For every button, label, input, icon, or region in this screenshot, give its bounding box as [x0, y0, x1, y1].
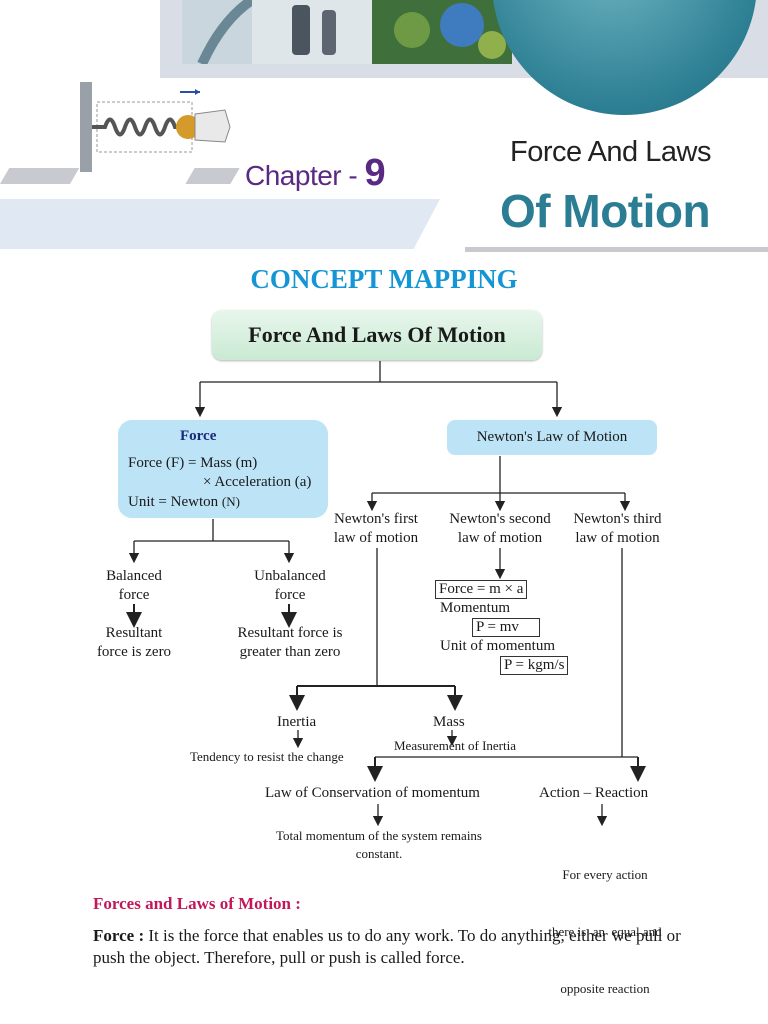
chapter-title-line1: Force And Laws [510, 136, 711, 168]
root-node: Force And Laws Of Motion [212, 310, 542, 360]
first-law-line2: law of motion [333, 530, 419, 546]
chapter-number: 9 [364, 152, 386, 194]
third-law-line2: law of motion [575, 530, 660, 546]
unbalanced-line1: Unbalanced [254, 568, 326, 584]
force-node: Force Force (F) = Mass (m) × Acceleratio… [118, 420, 328, 518]
force-unit-symbol: (N) [221, 494, 240, 509]
header-photo-image [182, 0, 512, 64]
force-term: Force : [93, 926, 145, 945]
momentum-unit-box: P = kgm/s [500, 656, 569, 675]
conservation-desc-line2: constant. [355, 846, 403, 861]
resultant-greater-line1: Resultant force is [237, 625, 343, 641]
momentum-unit-label: Unit of momentum [440, 638, 555, 654]
second-law-line1: Newton's second [449, 511, 551, 527]
chapter-text: Chapter - [245, 160, 358, 191]
action-description: For every action there is an equal and o… [530, 827, 680, 1017]
resultant-zero-line2: force is zero [96, 644, 172, 660]
spring-illustration [80, 82, 231, 172]
force-formula-line1: Force (F) = Mass (m) [128, 455, 258, 471]
action-reaction-node: Action – Reaction [539, 785, 649, 801]
resultant-zero-line1: Resultant [105, 625, 163, 641]
newton-law-node: Newton's Law of Motion [447, 420, 657, 455]
balanced-force-node: Balanced force [84, 567, 184, 605]
conservation-description: Total momentum of the system remains con… [250, 827, 508, 863]
first-law-line1: Newton's first [334, 511, 418, 527]
resultant-greater-node: Resultant force is greater than zero [228, 624, 352, 662]
unbalanced-line2: force [274, 587, 306, 603]
balanced-line1: Balanced [106, 568, 162, 584]
force-definition-text: It is the force that enables us to do an… [93, 926, 681, 967]
force-node-title: Force [180, 428, 217, 444]
action-desc-line1: For every action [562, 867, 648, 882]
force-equation-box: Force = m × a [435, 580, 528, 599]
conservation-desc-line1: Total momentum of the system remains [276, 828, 482, 843]
force-unit-text: Unit = Newton [128, 494, 219, 510]
second-law-node: Newton's second law of motion [436, 510, 564, 548]
chapter-title-line2: Of Motion [500, 185, 711, 237]
inertia-node: Inertia [277, 714, 317, 730]
momentum-label: Momentum [440, 600, 510, 616]
third-law-line1: Newton's third [573, 511, 662, 527]
header-grey-line [465, 247, 768, 252]
conservation-node: Law of Conservation of momentum [265, 785, 480, 801]
force-unit-line: Unit = Newton (N) [128, 492, 240, 512]
resultant-greater-line2: greater than zero [239, 644, 341, 660]
concept-mapping-heading: CONCEPT MAPPING [250, 264, 518, 294]
mass-description: Measurement of Inertia [394, 738, 517, 753]
header-blue-band [0, 199, 440, 249]
force-formula-line2: × Acceleration (a) [203, 474, 312, 490]
chapter-label: Chapter - 9 [245, 152, 386, 195]
force-definition-paragraph: Force : It is the force that enables us … [93, 925, 693, 969]
action-desc-line2: there is an equal and [548, 924, 662, 939]
header-photo-strip [182, 0, 512, 64]
resultant-zero-node: Resultant force is zero [80, 624, 188, 662]
third-law-node: Newton's third law of motion [565, 510, 670, 548]
mass-node: Mass [433, 714, 465, 730]
first-law-node: Newton's first law of motion [320, 510, 432, 548]
section-heading: Forces and Laws of Motion : [93, 894, 301, 913]
second-law-line2: law of motion [457, 530, 543, 546]
unbalanced-force-node: Unbalanced force [234, 567, 346, 605]
balanced-line2: force [118, 587, 150, 603]
action-desc-line3: opposite reaction [560, 981, 650, 996]
momentum-equation-box: P = mv [472, 618, 540, 637]
inertia-description: Tendency to resist the change [190, 749, 344, 764]
